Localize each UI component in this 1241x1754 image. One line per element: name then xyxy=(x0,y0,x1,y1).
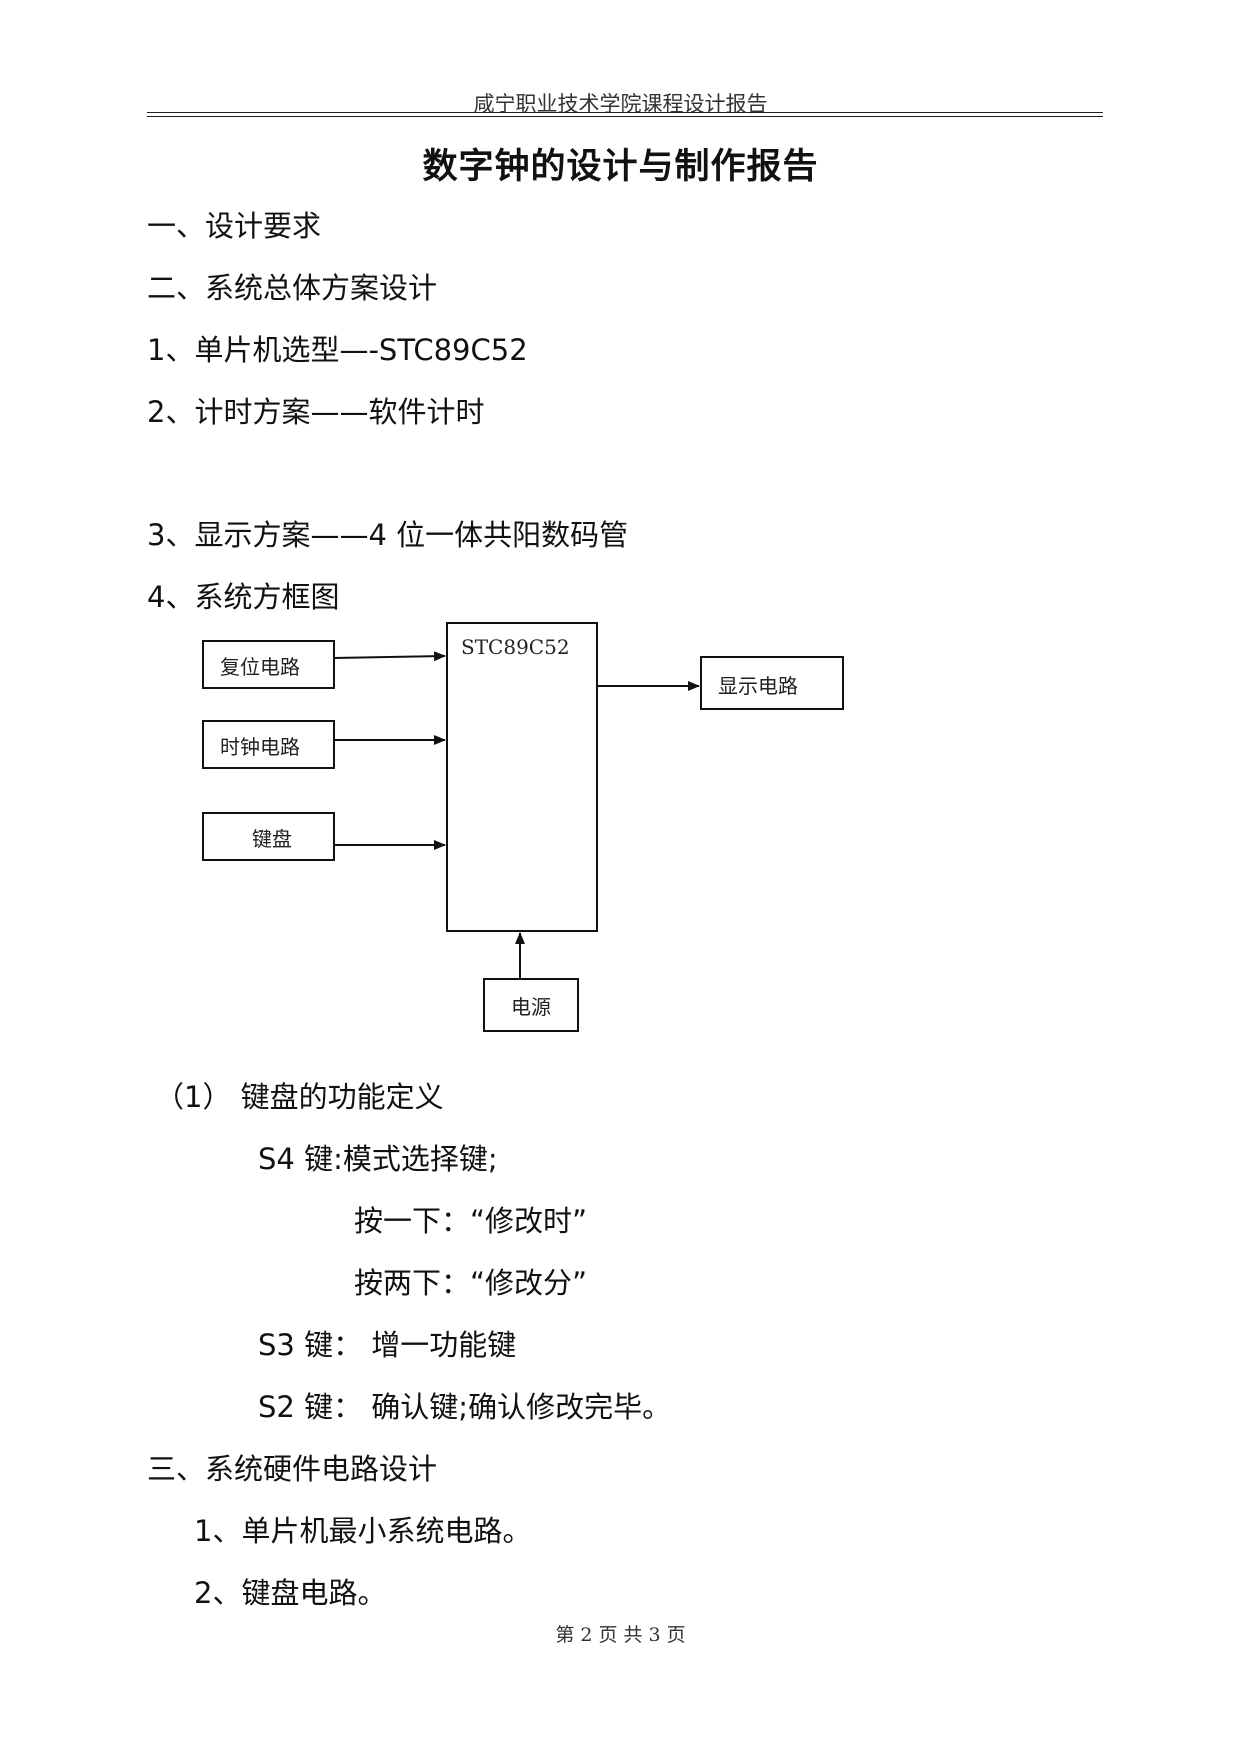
key-s4: S4 键:模式选择键; xyxy=(258,1142,498,1176)
display-label: 显示电路 xyxy=(718,674,798,698)
page-footer: 第 2 页 共 3 页 xyxy=(555,1624,686,1646)
keyboard-box xyxy=(202,812,335,861)
reset-label: 复位电路 xyxy=(220,655,300,679)
power-label: 电源 xyxy=(511,995,551,1019)
keyboard-function-heading: （1） 键盘的功能定义 xyxy=(155,1080,444,1114)
mcu-label: STC89C52 xyxy=(461,635,570,659)
keyboard-label: 键盘 xyxy=(252,827,292,851)
item-block-diagram: 4、系统方框图 xyxy=(147,580,340,614)
item-mcu-selection: 1、单片机选型—-STC89C52 xyxy=(147,333,528,367)
power-box xyxy=(483,978,579,1032)
item-keyboard-circuit: 2、键盘电路。 xyxy=(194,1576,387,1610)
key-s2: S2 键： 确认键;确认修改完毕。 xyxy=(258,1390,672,1424)
key-s3: S3 键： 增一功能键 xyxy=(258,1328,517,1362)
key-s4-press-once: 按一下：“修改时” xyxy=(354,1204,588,1238)
section-hardware-design: 三、系统硬件电路设计 xyxy=(147,1452,438,1486)
item-timing-scheme: 2、计时方案——软件计时 xyxy=(147,395,485,429)
section-overall-scheme: 二、系统总体方案设计 xyxy=(147,271,438,305)
header-rule-thin xyxy=(147,116,1103,117)
key-s4-press-twice: 按两下：“修改分” xyxy=(354,1266,588,1300)
display-box xyxy=(700,656,844,710)
clock-box xyxy=(202,720,335,769)
section-design-requirements: 一、设计要求 xyxy=(147,209,322,243)
item-display-scheme: 3、显示方案——4 位一体共阳数码管 xyxy=(147,518,629,552)
header-rule xyxy=(147,112,1103,113)
item-mcu-min-system: 1、单片机最小系统电路。 xyxy=(194,1514,532,1548)
reset-arrow xyxy=(333,651,446,662)
document-title: 数字钟的设计与制作报告 xyxy=(422,147,819,187)
reset-box xyxy=(202,640,335,689)
clock-label: 时钟电路 xyxy=(220,735,300,759)
mcu-box xyxy=(446,622,598,932)
